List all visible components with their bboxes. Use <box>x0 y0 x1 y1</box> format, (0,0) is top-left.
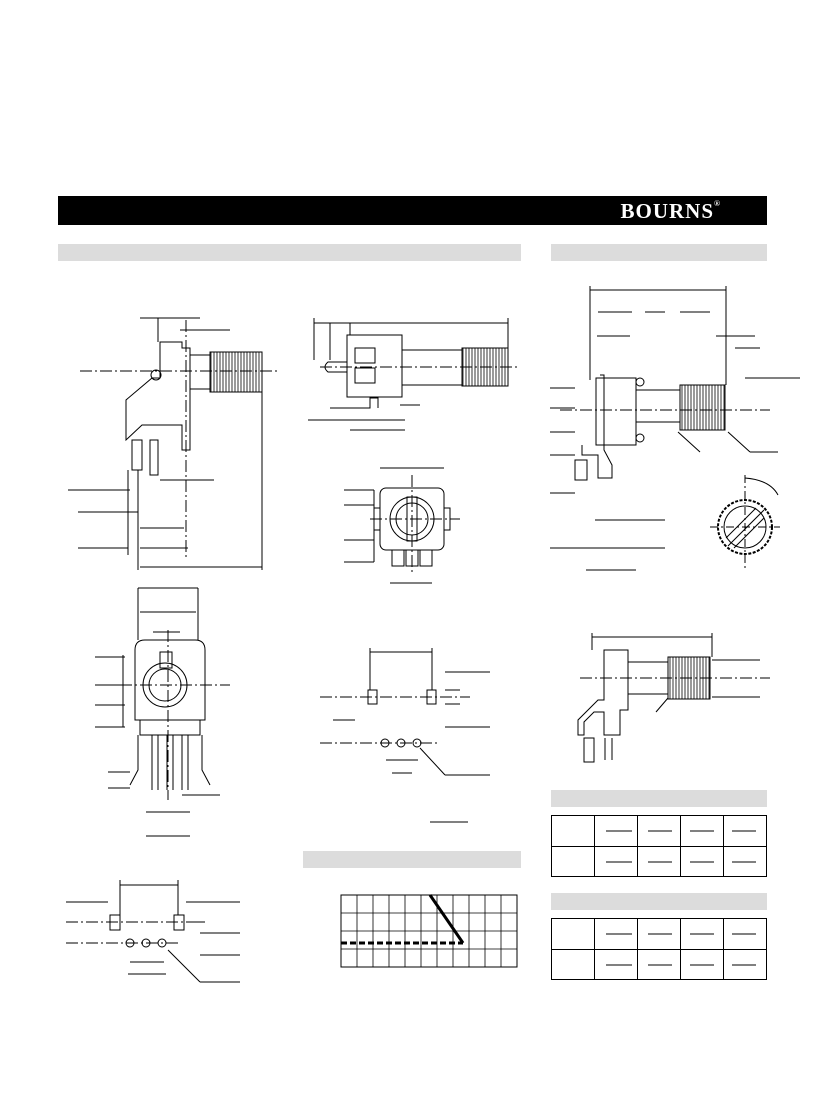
section-bar-table-1 <box>551 790 767 807</box>
table-row <box>551 948 767 980</box>
right-side-view-drawing <box>550 286 800 571</box>
front-view-large-drawing <box>95 587 230 837</box>
top-view-drawing <box>308 318 520 431</box>
table-row <box>551 845 767 877</box>
side-view-drawing <box>68 317 280 570</box>
bourns-logo: BOURNS® <box>620 199 721 224</box>
section-bar-drawings <box>58 244 521 261</box>
section-bar-taper <box>303 851 521 868</box>
pcb-layout-bottom-drawing <box>66 880 240 983</box>
front-view-drawing <box>344 467 460 584</box>
spec-table-2 <box>551 918 767 980</box>
taper-graph <box>340 894 518 968</box>
shaft-end-view-drawing <box>710 475 780 570</box>
pcb-layout-drawing <box>320 648 490 823</box>
registered-mark: ® <box>714 199 721 208</box>
header-banner: BOURNS® <box>58 196 767 225</box>
section-bar-table-2 <box>551 893 767 910</box>
taper-solid-line <box>428 894 465 944</box>
logo-text: BOURNS <box>620 199 715 223</box>
bushing <box>189 354 211 390</box>
right-variant-drawing <box>577 633 770 763</box>
section-bar-right-drawings <box>551 244 767 261</box>
knurled-shaft <box>209 351 263 393</box>
